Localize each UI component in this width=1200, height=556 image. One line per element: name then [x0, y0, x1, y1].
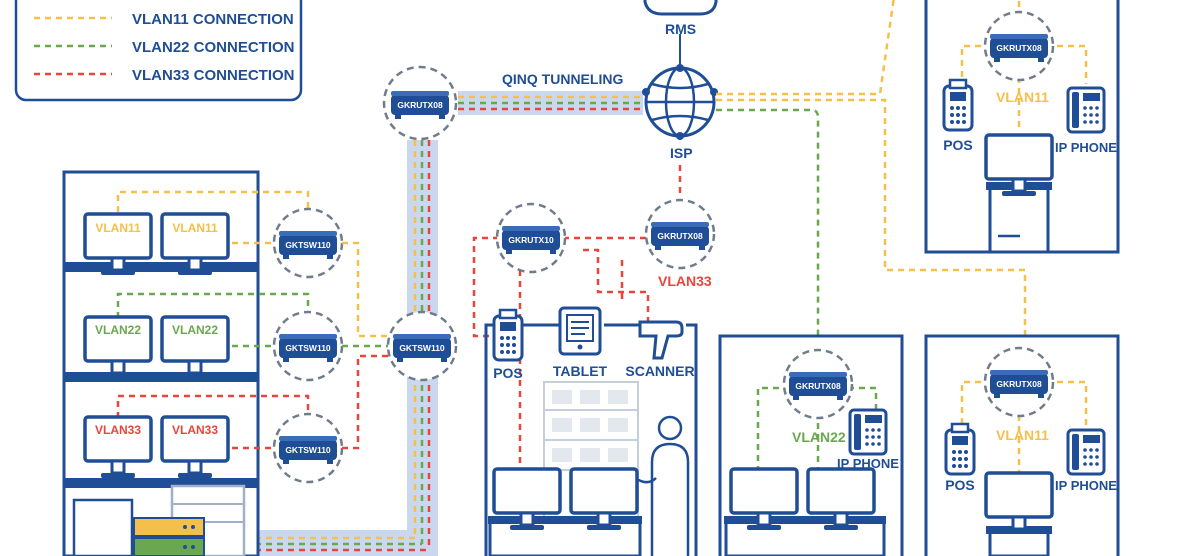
monitor-label: VLAN11	[172, 221, 218, 235]
device-label: GKRUTX08	[996, 379, 1042, 389]
core-links	[342, 241, 388, 450]
vlan11-top-label: VLAN11	[996, 89, 1049, 105]
pos-top-icon: POS	[942, 78, 974, 153]
pos-terminal-icon: POS	[492, 308, 524, 381]
pos-label: POS	[493, 365, 523, 381]
qinq-label: QINQ TUNNELING	[502, 71, 623, 87]
device-label: GKTSW110	[285, 240, 331, 250]
switch-tsw110-a: GKTSW110	[272, 207, 344, 279]
isp-label: ISP	[670, 145, 693, 161]
monitor-label: VLAN33	[172, 423, 218, 437]
legend-vlan22: VLAN22 CONNECTION	[132, 39, 295, 56]
monitor-label: VLAN22	[172, 323, 218, 337]
monitor-label: VLAN11	[95, 221, 141, 235]
ip-phone-top-icon: IP PHONE	[1055, 86, 1117, 155]
router-rutx08-topright: GKRUTX08	[983, 10, 1055, 82]
device-label: GKRUTX10	[508, 235, 554, 245]
device-label: GKRUTX08	[996, 43, 1042, 53]
router-rutx08-top: GKRUTX08	[382, 65, 458, 141]
vlan33-store-label: VLAN33	[658, 273, 712, 289]
ip-phone-label: IP PHONE	[1055, 140, 1117, 155]
pos-bottom-icon: POS	[944, 422, 976, 493]
monitor-label: VLAN22	[95, 323, 141, 337]
vlan22-right-label: VLAN22	[792, 429, 846, 445]
monitor-vlan33-b: VLAN33	[160, 415, 230, 480]
ip-phone-mid-icon: IP PHONE	[837, 408, 899, 471]
rms-cloud: RMS	[643, 0, 718, 37]
monitor-vlan22-a: VLAN22	[83, 315, 153, 380]
device-label: GKTSW110	[285, 445, 331, 455]
store-vlan33-links	[472, 236, 650, 470]
scanner-icon: SCANNER	[625, 320, 695, 379]
device-label: GKRUTX08	[795, 381, 841, 391]
monitor-vlan22-b: VLAN22	[160, 315, 230, 380]
ip-phone-label: IP PHONE	[1055, 478, 1117, 493]
switch-tsw110-b: GKTSW110	[272, 310, 344, 382]
legend-vlan33: VLAN33 CONNECTION	[132, 67, 295, 84]
monitor-vlan33-a: VLAN33	[83, 415, 153, 480]
legend: VLAN11 CONNECTION VLAN22 CONNECTION VLAN…	[14, 0, 303, 102]
legend-vlan11: VLAN11 CONNECTION	[132, 11, 294, 28]
switch-tsw110-core: GKTSW110	[386, 310, 458, 382]
device-label: GKTSW110	[285, 343, 331, 353]
tablet-icon: TABLET	[553, 306, 608, 379]
vlan11-bottom-label: VLAN11	[996, 427, 1049, 443]
device-label: GKRUTX08	[657, 231, 703, 241]
tablet-label: TABLET	[553, 363, 608, 379]
router-rutx08-bottomright: GKRUTX08	[983, 346, 1055, 418]
rms-label: RMS	[665, 21, 696, 37]
isp-globe-icon: ISP	[642, 34, 718, 161]
router-rutx08-mid: GKRUTX08	[782, 348, 854, 420]
device-label: GKRUTX08	[397, 100, 443, 110]
pos-label: POS	[945, 477, 975, 493]
ip-phone-bottom-icon: IP PHONE	[1055, 428, 1117, 493]
switch-tsw110-c: GKTSW110	[272, 412, 344, 484]
device-label: GKTSW110	[399, 343, 445, 353]
monitor-vlan11-a: VLAN11	[83, 212, 153, 277]
monitor-vlan11-b: VLAN11	[160, 212, 230, 277]
router-rutx10-store: GKRUTX10	[495, 202, 567, 274]
server-units	[72, 484, 246, 556]
isp-links	[678, 0, 1027, 355]
pos-label: POS	[943, 137, 973, 153]
scanner-label: SCANNER	[625, 363, 694, 379]
ip-phone-label: IP PHONE	[837, 456, 899, 471]
monitor-label: VLAN33	[95, 423, 141, 437]
router-rutx08-store: GKRUTX08	[644, 198, 716, 270]
